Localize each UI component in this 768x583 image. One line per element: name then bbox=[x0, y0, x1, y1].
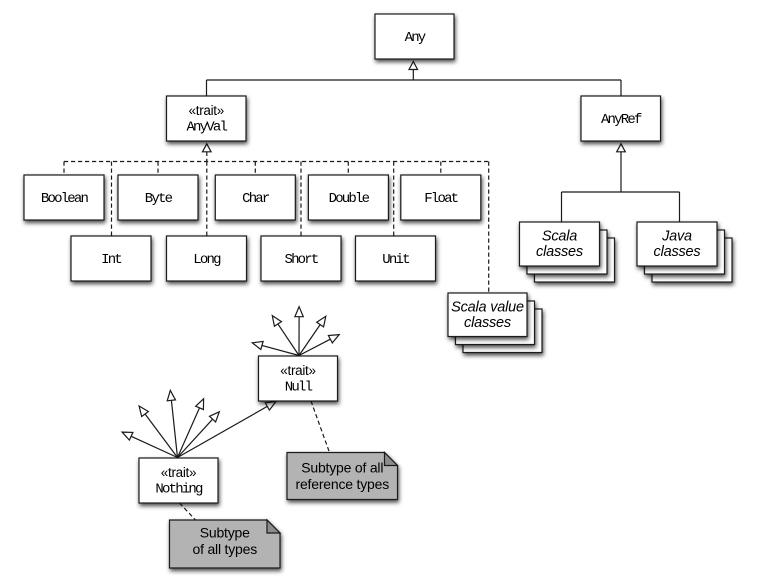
svg-text:Unit: Unit bbox=[382, 252, 409, 268]
svg-text:«trait»: «trait» bbox=[280, 363, 315, 378]
svg-text:Float: Float bbox=[424, 191, 457, 207]
svg-text:Int: Int bbox=[101, 252, 121, 268]
svg-text:Nothing: Nothing bbox=[155, 482, 203, 498]
svg-text:Subtype of all: Subtype of all bbox=[301, 459, 383, 475]
svg-text:Subtype: Subtype bbox=[200, 525, 250, 541]
svg-text:«trait»: «trait» bbox=[189, 103, 224, 118]
svg-text:Scala: Scala bbox=[542, 229, 577, 245]
svg-text:«trait»: «trait» bbox=[161, 465, 196, 480]
svg-text:Null: Null bbox=[285, 380, 313, 396]
svg-text:classes: classes bbox=[536, 244, 583, 260]
svg-text:classes: classes bbox=[654, 244, 701, 260]
svg-text:of all types: of all types bbox=[192, 541, 257, 557]
svg-text:AnyVal: AnyVal bbox=[186, 120, 227, 136]
svg-text:Any: Any bbox=[405, 30, 426, 46]
svg-text:Long: Long bbox=[193, 252, 221, 268]
svg-text:Java: Java bbox=[661, 229, 692, 245]
svg-text:reference types: reference types bbox=[296, 476, 390, 492]
svg-text:AnyRef: AnyRef bbox=[601, 112, 642, 128]
svg-text:classes: classes bbox=[464, 315, 511, 331]
svg-text:Short: Short bbox=[284, 252, 317, 268]
svg-text:Char: Char bbox=[242, 191, 270, 207]
svg-text:Scala value: Scala value bbox=[451, 299, 524, 315]
svg-text:Double: Double bbox=[329, 191, 370, 207]
svg-text:Byte: Byte bbox=[145, 191, 173, 207]
svg-text:Boolean: Boolean bbox=[41, 191, 89, 207]
